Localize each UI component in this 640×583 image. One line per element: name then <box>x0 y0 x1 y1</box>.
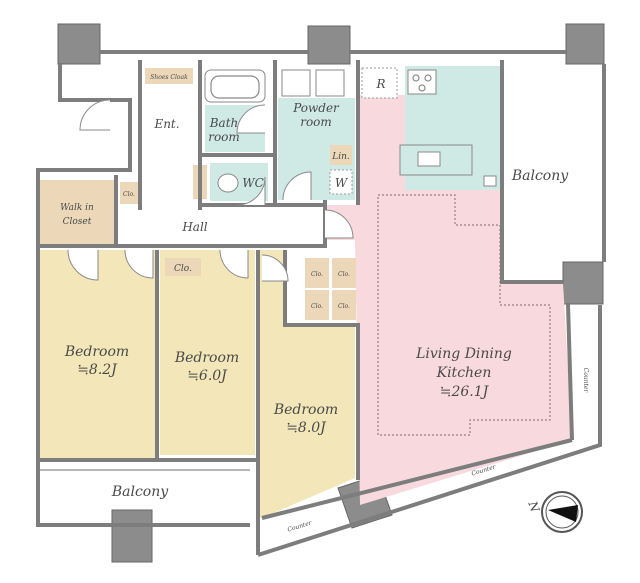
shoes-cloak-area <box>145 68 193 84</box>
bathtub-inner <box>210 75 260 99</box>
toilet-icon <box>217 173 239 193</box>
pillar <box>57 23 101 65</box>
washer-space <box>329 169 353 195</box>
closet-label: Clo. <box>311 303 323 310</box>
refrigerator-space <box>361 67 398 99</box>
counter-label: Counter <box>471 463 498 477</box>
refrigerator-label: R <box>375 77 385 91</box>
pillar <box>562 261 604 305</box>
dashed-outline <box>377 194 551 436</box>
closet-area <box>120 182 138 204</box>
bedroom1-area <box>40 250 157 460</box>
powder-room-label-2: room <box>300 115 332 129</box>
burner-icon <box>418 84 426 92</box>
door[interactable] <box>219 249 249 279</box>
balcony-east-label: Balcony <box>511 168 569 184</box>
entrance-door[interactable] <box>79 99 111 131</box>
burner-icon <box>424 74 432 82</box>
shoes-cloak-label: Shoes Cloak <box>150 74 188 81</box>
pillar <box>111 509 153 563</box>
balcony-south-label: Balcony <box>111 484 169 500</box>
linen-area <box>330 145 352 165</box>
bathtub-icon <box>204 69 266 103</box>
counter-label: Counter <box>287 519 314 533</box>
closet-area <box>165 258 201 276</box>
pillar <box>565 23 605 65</box>
control-panel-icon <box>483 175 497 187</box>
closet-label: Clo. <box>123 191 135 198</box>
bedroom3-name: Bedroom <box>273 402 338 418</box>
bedroom2-size: ≒6.0J <box>187 368 228 384</box>
bedroom3-size: ≒8.0J <box>286 420 327 436</box>
ldk-area <box>325 95 572 505</box>
entrance-label: Ent. <box>153 117 179 131</box>
door[interactable] <box>236 104 266 134</box>
closet-area <box>305 258 329 288</box>
closet-label: Clo. <box>338 303 350 310</box>
door[interactable] <box>236 176 266 206</box>
walk-in-closet-label-2: Closet <box>63 217 92 227</box>
burner-icon <box>412 74 420 82</box>
closet-label: Clo. <box>338 271 350 278</box>
bathroom-label-2: room <box>208 130 240 144</box>
closet-area <box>332 290 356 320</box>
washer-label: W <box>335 176 349 190</box>
ldk-name-2: Kitchen <box>436 365 492 381</box>
walk-in-closet-label-1: Walk in <box>60 203 94 213</box>
walls <box>36 50 606 557</box>
closet-label: Clo. <box>174 264 192 274</box>
wc-label: WC <box>242 176 264 190</box>
walk-in-closet-area <box>40 180 116 244</box>
ldk-size: ≒26.1J <box>440 384 490 400</box>
bedroom3-area <box>258 250 355 518</box>
north-label: N <box>525 498 542 514</box>
counter-label: Counter <box>582 368 589 394</box>
linen-label: Lin. <box>331 152 350 162</box>
closet-area <box>305 290 329 320</box>
powder-room-label-1: Powder <box>292 101 340 115</box>
closet-area <box>332 258 356 288</box>
door[interactable] <box>324 209 354 239</box>
compass-icon <box>541 491 583 533</box>
sink-icon <box>417 151 441 167</box>
door[interactable] <box>282 171 312 201</box>
closet-label: Clo. <box>311 271 323 278</box>
stove-icon <box>407 69 437 95</box>
bedroom2-name: Bedroom <box>174 350 239 366</box>
ldk-name-1: Living Dining <box>415 346 512 362</box>
door[interactable] <box>261 254 289 282</box>
washbasin-icon <box>281 69 311 97</box>
door[interactable] <box>124 249 154 279</box>
bedroom2-area <box>160 250 255 455</box>
bedroom1-size: ≒8.2J <box>77 362 118 378</box>
bedroom1-name: Bedroom <box>64 344 129 360</box>
hall-label: Hall <box>181 220 207 234</box>
pillar <box>307 25 351 65</box>
door[interactable] <box>67 249 99 281</box>
bathroom-label-1: Bath <box>209 116 239 130</box>
washbasin-icon <box>315 69 345 97</box>
